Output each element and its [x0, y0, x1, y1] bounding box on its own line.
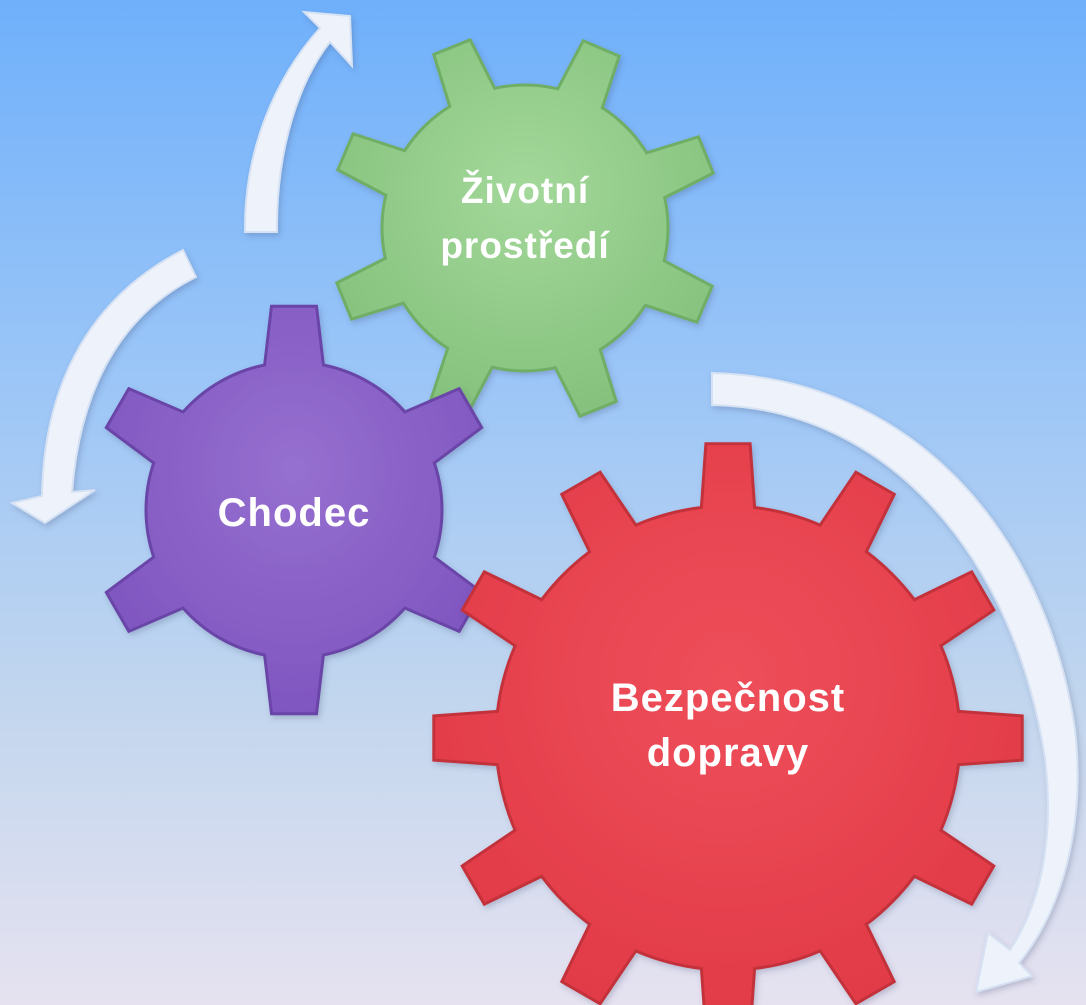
- pedestrian-gear-shape: [104, 304, 484, 716]
- pedestrian-gear: Chodec: [104, 304, 484, 716]
- traffic-safety-label-line-1: Bezpečnost: [611, 676, 846, 720]
- traffic-safety-gear: Bezpečnost dopravy: [432, 442, 1024, 1005]
- environment-gear-shape: [334, 37, 716, 419]
- arrow-to-environment: [243, 10, 354, 233]
- cycle-arrows: [9, 10, 1079, 994]
- environment-label-line-1: Životní: [461, 169, 590, 211]
- arrow-to-pedestrian: [9, 248, 198, 525]
- traffic-safety-gear-shape: [432, 442, 1024, 1005]
- environment-label-line-2: prostředí: [440, 225, 610, 266]
- arrow-to-traffic-safety: [711, 371, 1079, 994]
- traffic-safety-label-line-2: dopravy: [647, 731, 810, 775]
- environment-gear: Životní prostředí: [334, 37, 716, 419]
- pedestrian-label: Chodec: [218, 491, 371, 535]
